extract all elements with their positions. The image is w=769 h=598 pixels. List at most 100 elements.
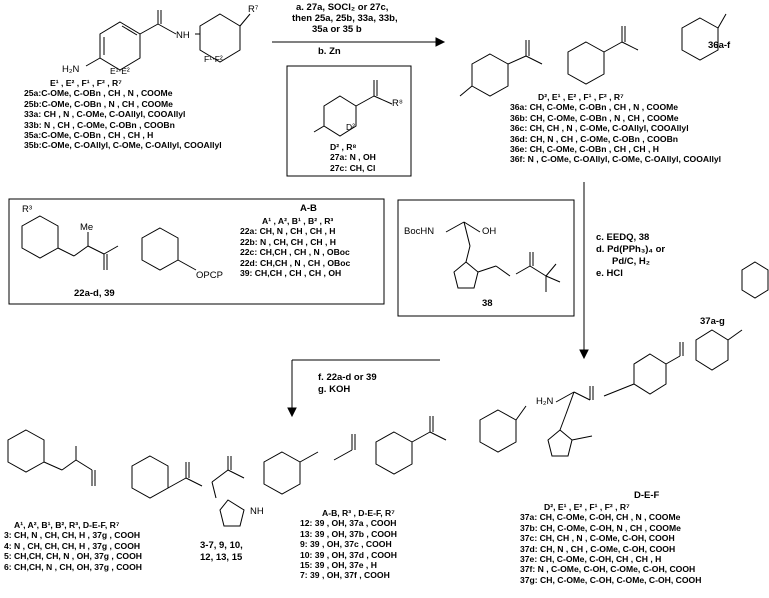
table-25-33-35: E¹ , E² , F¹ , F² , R⁷ 25a:C-OMe, C-OBn … <box>24 78 264 151</box>
table-row: 37a: CH, C-OMe, C-OH, CH , N , COOMe <box>520 512 681 523</box>
r3-label: R³ <box>22 204 33 215</box>
table-header: A¹ , A², B¹ , B² , R³ <box>262 216 334 226</box>
table-row: 37c: CH, CH , N , C-OMe, C-OH, COOH <box>520 533 675 544</box>
table-27: D² , R⁸ 27a: N , OH 27c: CH, Cl <box>330 142 376 173</box>
table-row: 35a:C-OMe, C-OBn , CH , CH , H <box>24 130 154 141</box>
table-row: 39: CH,CH , CH , CH , OH <box>240 268 342 279</box>
table-row: 33a: CH , N , C-OMe, C-OAllyl, COOAllyl <box>24 109 186 120</box>
table-header: D² , R⁸ <box>330 142 357 152</box>
table-header: D², E¹ , E² , F¹ , F² , R⁷ <box>538 92 624 102</box>
table-row: 22d: CH,CH , N , CH , OBoc <box>240 257 351 268</box>
final-compound-label: 3-7, 9, 10, <box>200 540 243 551</box>
ring-37-e <box>695 329 729 371</box>
condition-g: g. KOH <box>318 384 351 395</box>
table-row: 13: 39 , OH, 37b , COOH <box>300 528 397 539</box>
table-row: 25b:C-OMe, C-OBn , N , CH , COOMe <box>24 98 173 109</box>
ring-37-d <box>633 353 667 395</box>
condition-then: then 25a, 25b, 33a, 33b, <box>292 13 398 24</box>
table-row: 37b: CH, C-OMe, C-OH, N , CH , COOMe <box>520 522 681 533</box>
table-header: A¹, A², B¹, B², R³, D-E-F, R⁷ <box>14 520 120 530</box>
table-row: 36e: CH, C-OMe, C-OBn , CH , CH , H <box>510 144 659 155</box>
table-row: 10: 39 , OH, 37d , COOH <box>300 549 397 560</box>
table-row: 3: CH, N , CH, CH, H , 37g , COOH <box>4 530 141 541</box>
condition-c: c. EEDQ, 38 <box>596 232 650 243</box>
table-22: A¹ , A², B¹ , B² , R³ 22a: CH, N , CH , … <box>240 216 350 278</box>
table-row: 36b: CH, C-OMe, C-OBn , N , CH , COOMe <box>510 112 679 123</box>
triazole-ring-37 <box>547 429 573 457</box>
table-row: 36f: N , C-OMe, C-OAllyl, C-OMe, C-OAlly… <box>510 154 722 165</box>
triazole-nh-label: NH <box>250 506 264 517</box>
reagent-box-22 <box>8 198 385 305</box>
acid-oh-label: OH <box>482 226 497 237</box>
condition-b: b. Zn <box>318 46 341 57</box>
table-36: D², E¹ , E² , F¹ , F² , R⁷ 36a: CH, C-OM… <box>510 92 721 165</box>
final-ring-b <box>131 455 169 499</box>
ring-36-f <box>681 17 719 61</box>
table-header: A-B, R³ , D-E-F, R⁷ <box>322 508 395 518</box>
methyl-label: Me <box>80 222 94 233</box>
amide-nh-label: NH <box>176 30 190 41</box>
table-row: 25a:C-OMe, C-OBn , CH , N , COOMe <box>24 88 173 99</box>
table-row: 36a: CH, C-OMe, C-OBn , CH , N , COOMe <box>510 102 679 113</box>
table-header: D², E¹ , E² , F¹ , F² , R⁷ <box>544 502 630 512</box>
table-row: 27c: CH, Cl <box>330 162 376 173</box>
compound-37-label: 37a-g <box>700 316 725 327</box>
final-triazole-ring <box>219 499 245 527</box>
condition-e: e. HCl <box>596 268 623 279</box>
ring-36-d <box>471 53 509 97</box>
condition-d-2: Pd/C, H₂ <box>612 256 650 267</box>
arrowhead <box>435 37 446 47</box>
table-final-right: A-B, R³ , D-E-F, R⁷ 12: 39 , OH, 37a , C… <box>300 508 397 581</box>
final-compound-label-2: 12, 13, 15 <box>200 552 243 563</box>
final-ring-f <box>479 409 517 453</box>
amine-label-37: H₂N <box>536 396 554 407</box>
condition-then-2: 35a or 35 b <box>312 24 362 35</box>
table-row: 7: 39 , OH, 37f , COOH <box>300 570 390 581</box>
final-ring-a <box>7 429 45 473</box>
table-row: 15: 39 , OH, 37e , H <box>300 560 377 571</box>
table-row: 35b:C-OMe, C-OAllyl, C-OMe, C-OAllyl, CO… <box>24 140 222 151</box>
table-row: 6: CH,CH, N , CH, OH, 37g , COOH <box>4 561 142 572</box>
table-header: E¹ , E² , F¹ , F² , R⁷ <box>50 78 122 88</box>
table-row: 37e: CH, C-OMe, C-OH, CH , CH , H <box>520 554 662 565</box>
final-ring-e <box>375 431 413 475</box>
table-row: 36c: CH, CH , N , C-OMe, C-OAllyl, COOAl… <box>510 123 689 134</box>
r7-label: R⁷ <box>248 4 259 15</box>
ring-37-f <box>741 261 769 299</box>
table-row: 22c: CH,CH , CH , N , OBoc <box>240 247 350 258</box>
condition-a: a. 27a, SOCl₂ or 27c, <box>296 2 389 13</box>
f1-f2-label: F¹‧F² <box>204 54 223 64</box>
table-row: 22a: CH, N , CH , CH , H <box>240 226 336 237</box>
e1-e2-label: E¹‧E² <box>110 66 130 76</box>
table-row: 4: N , CH, CH, CH, H , 37g , COOH <box>4 540 141 551</box>
ab-header: A-B <box>300 203 317 214</box>
table-row: 33b: N , CH , C-OMe, C-OBn , COOBn <box>24 119 175 130</box>
reagent-box-27 <box>286 65 412 177</box>
ring-36-e <box>567 41 605 85</box>
table-row: 37g: CH, C-OMe, C-OH, C-OMe, C-OH, COOH <box>520 574 702 585</box>
table-final-left: A¹, A², B¹, B², R³, D-E-F, R⁷ 3: CH, N ,… <box>4 520 142 572</box>
d2-label: D² <box>346 122 355 132</box>
compound-22-label: 22a-d, 39 <box>74 288 115 299</box>
amine-label: H₂N <box>62 64 80 75</box>
final-ring-d <box>263 451 301 495</box>
table-row: 22b: N , CH, CH , CH , H <box>240 236 336 247</box>
condition-d: d. Pd(PPh₃)₄ or <box>596 244 666 255</box>
compound-38-label: 38 <box>482 298 493 309</box>
table-row: 9: 39 , OH, 37c , COOH <box>300 539 392 550</box>
compound-36-label: 36a-f <box>708 40 731 51</box>
bochn-label: BocHN <box>404 226 435 237</box>
def-header-37: D-E-F <box>634 490 660 501</box>
opcp-label: OPCP <box>196 270 223 281</box>
r8-label: R⁸ <box>392 98 403 109</box>
table-row: 37f: N , C-OMe, C-OH, C-OMe, C-OH, COOH <box>520 564 696 575</box>
table-row: 27a: N , OH <box>330 152 376 163</box>
triazole-ring-38 <box>453 261 479 289</box>
reagent-box-38 <box>397 199 575 317</box>
table-37: D², E¹ , E² , F¹ , F² , R⁷ 37a: CH, C-OM… <box>520 502 701 585</box>
table-row: 5: CH,CH, CH, N , OH, 37g , COOH <box>4 551 142 562</box>
table-row: 37d: CH, N , CH , C-OMe, C-OH, COOH <box>520 543 676 554</box>
table-row: 36d: CH, N , CH , C-OMe, C-OBn , COOBn <box>510 133 679 144</box>
table-row: 12: 39 , OH, 37a , COOH <box>300 518 397 529</box>
